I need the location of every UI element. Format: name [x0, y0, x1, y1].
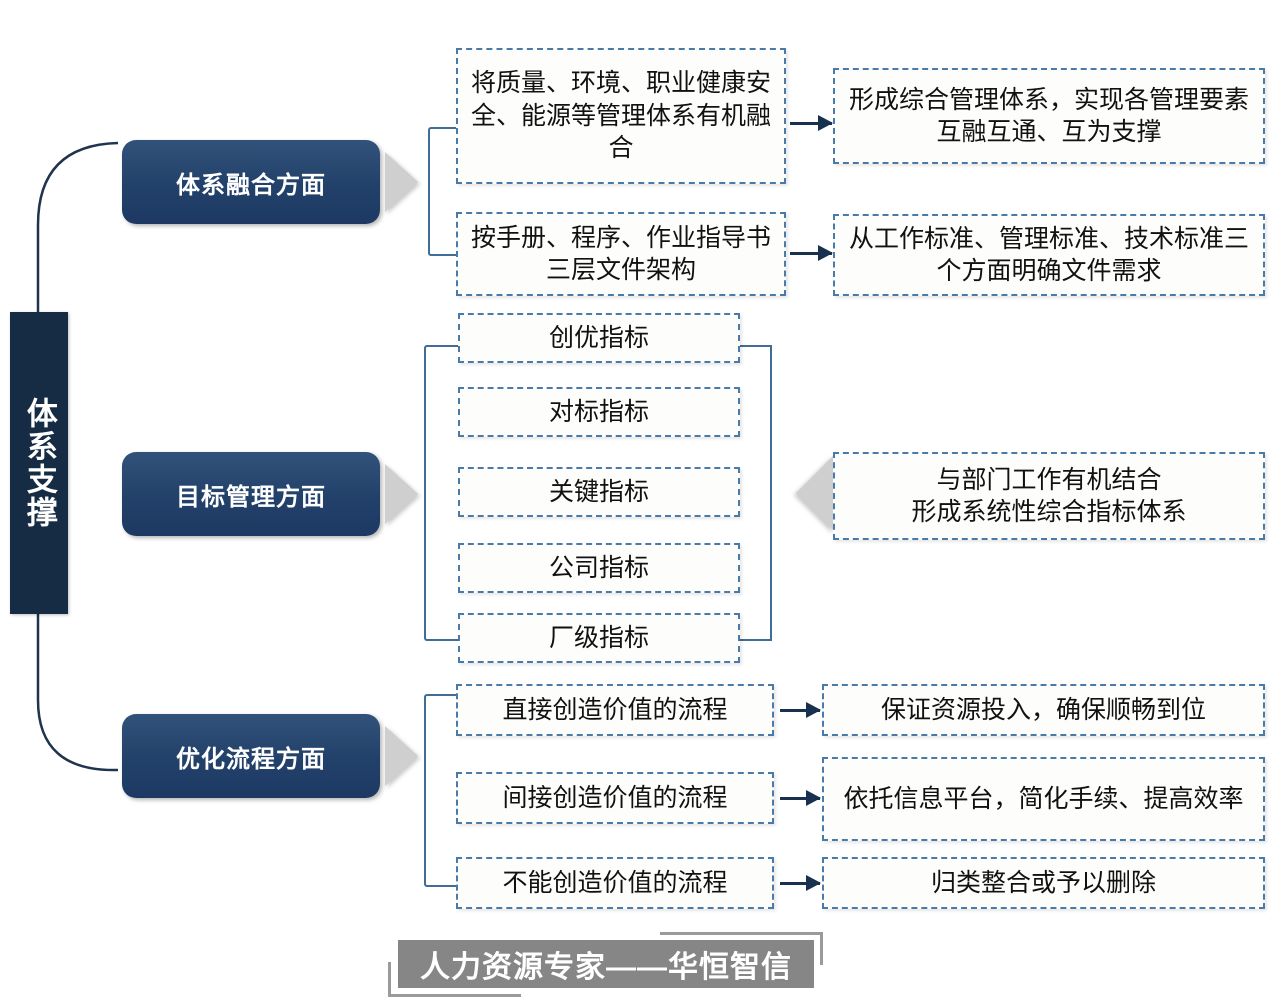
bracket-goal-indicators-left [424, 345, 458, 641]
content-box-integration-row1-right: 形成综合管理体系，实现各管理要素互融互通、互为支撑 [833, 68, 1265, 164]
goal-summary-line-2: 形成系统性综合指标体系 [911, 498, 1187, 526]
bracket-system-integration [428, 127, 456, 256]
spine-label-system-support: 体系支撑 [10, 312, 68, 614]
arrow-process-row3 [780, 875, 821, 891]
bracket-process-optimization [424, 694, 456, 887]
chevron-left-icon-goal-summary [796, 455, 834, 531]
bracket-goal-indicators-right [738, 345, 772, 641]
indicator-box-3: 公司指标 [458, 543, 740, 593]
indicator-box-4: 厂级指标 [458, 613, 740, 663]
arrow-process-row1 [780, 702, 821, 718]
content-box-goal-summary: 与部门工作有机结合 形成系统性综合指标体系 [833, 452, 1265, 540]
category-box-system-integration[interactable]: 体系融合方面 [122, 140, 380, 224]
category-label-goal-management: 目标管理方面 [176, 483, 326, 511]
content-box-integration-row2-right: 从工作标准、管理标准、技术标准三个方面明确文件需求 [833, 214, 1265, 296]
category-box-goal-management[interactable]: 目标管理方面 [122, 452, 380, 536]
content-box-process-row3-left: 不能创造价值的流程 [456, 857, 774, 909]
content-box-process-row3-right: 归类整合或予以删除 [822, 857, 1265, 909]
content-box-integration-row2-left: 按手册、程序、作业指导书三层文件架构 [456, 212, 786, 296]
arrow-process-row2 [780, 790, 821, 806]
content-box-integration-row1-left: 将质量、环境、职业健康安全、能源等管理体系有机融合 [456, 48, 786, 184]
indicator-box-2: 关键指标 [458, 467, 740, 517]
arrow-integration-row2 [790, 245, 833, 261]
category-label-system-integration: 体系融合方面 [176, 171, 326, 199]
chevron-right-icon-process-optimization [385, 726, 418, 786]
content-box-process-row2-right: 依托信息平台，简化手续、提高效率 [822, 757, 1265, 841]
content-box-process-row1-left: 直接创造价值的流程 [456, 684, 774, 736]
category-label-process-optimization: 优化流程方面 [176, 745, 326, 773]
category-box-process-optimization[interactable]: 优化流程方面 [122, 714, 380, 798]
indicator-box-1: 对标指标 [458, 387, 740, 437]
footer-watermark: 人力资源专家——华恒智信 [398, 940, 814, 988]
goal-summary-line-1: 与部门工作有机结合 [936, 465, 1162, 494]
content-box-process-row2-left: 间接创造价值的流程 [456, 772, 774, 824]
arrow-integration-row1 [790, 115, 833, 131]
chevron-right-icon-system-integration [385, 152, 418, 212]
footer-frame-top-right [660, 932, 823, 965]
indicator-box-0: 创优指标 [458, 313, 740, 363]
content-box-process-row1-right: 保证资源投入，确保顺畅到位 [822, 684, 1265, 736]
chevron-right-icon-goal-management [385, 464, 418, 524]
footer-frame-bottom-left [388, 962, 521, 997]
